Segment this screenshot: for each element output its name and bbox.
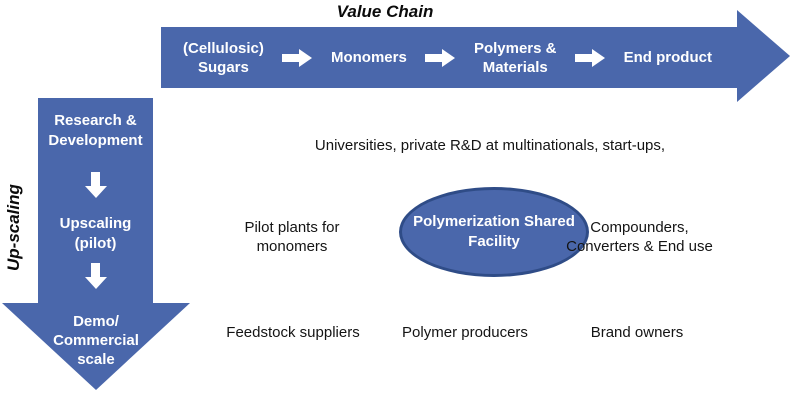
feedstock-suppliers-text: Feedstock suppliers: [226, 324, 360, 341]
up-scaling-arrow: Research & Development Upscaling (pilot): [38, 98, 153, 303]
up-scaling-title: Up-scaling: [4, 184, 23, 272]
brand-owners-text: Brand owners: [590, 324, 684, 341]
value-chain-title: Value Chain: [336, 2, 434, 21]
stage-research-development: Research & Development: [48, 112, 143, 149]
stage-demo-commercial: Demo/ Commercial scale: [53, 313, 139, 368]
value-chain-arrowhead: [737, 10, 790, 102]
pilot-plants-text: Pilot plants for monomers: [244, 219, 340, 255]
down-arrow-icon: [84, 172, 107, 198]
down-arrow-icon: [84, 263, 107, 289]
step-monomers: Monomers: [330, 49, 407, 66]
polymerization-shared-facility-ellipse: Polymerization Shared Facility: [399, 187, 589, 277]
right-arrow-icon: [282, 48, 313, 67]
step-polymers-materials: Polymers & Materials: [473, 39, 557, 76]
stage-upscaling-pilot: Upscaling (pilot): [59, 215, 132, 252]
value-chain-arrow: (Cellulosic) Sugars Monomers Polymers & …: [161, 27, 738, 88]
right-arrow-icon: [425, 48, 456, 67]
polymer-producers-text: Polymer producers: [402, 324, 528, 341]
right-arrow-icon: [575, 48, 606, 67]
research-actors-text: Universities, private R&D at multination…: [314, 137, 666, 154]
up-scaling-arrowhead: [2, 303, 190, 390]
polymerization-shared-facility-label: Polymerization Shared Facility: [413, 213, 575, 250]
step-end-product: End product: [623, 49, 712, 66]
step-cellulosic-sugars: (Cellulosic) Sugars: [183, 39, 264, 76]
compounders-converters-text: Compounders, Converters & End use: [566, 219, 713, 255]
